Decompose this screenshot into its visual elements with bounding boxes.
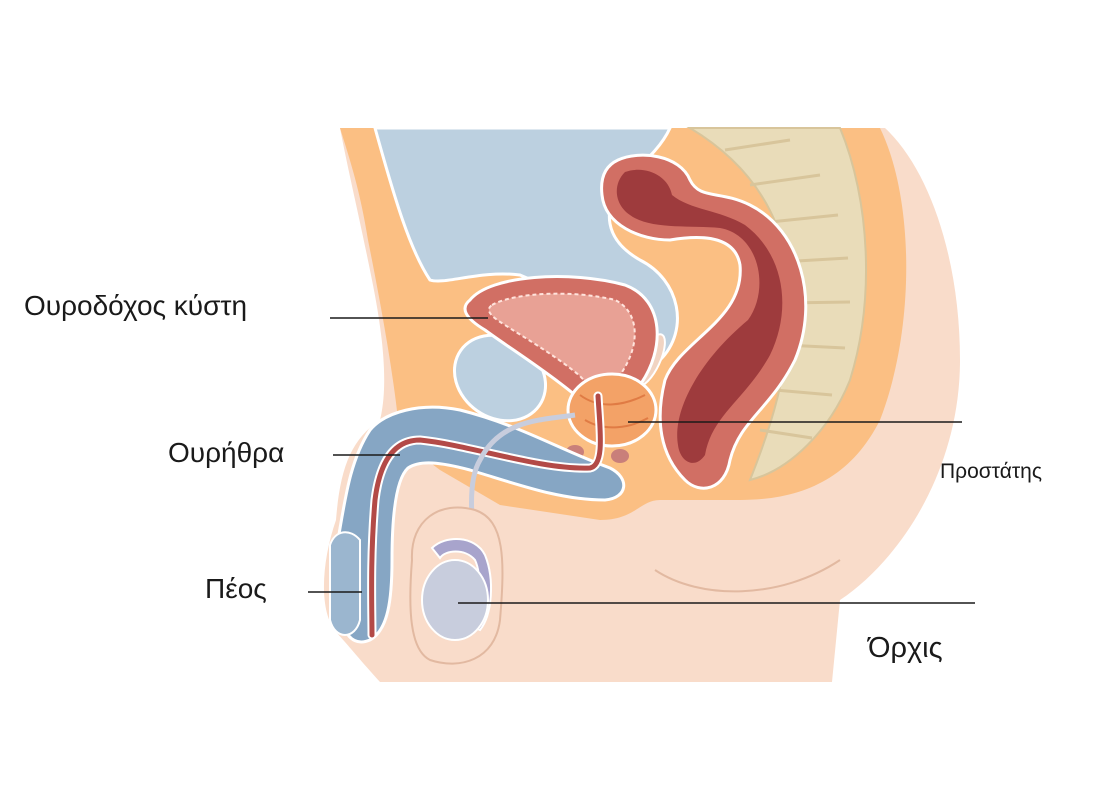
thigh-outline — [654, 559, 841, 593]
testis-label: Όρχις — [868, 632, 943, 664]
prostate-gland — [566, 372, 658, 448]
epididymis — [430, 537, 493, 632]
bladder-lumen — [487, 292, 636, 387]
urethra-lumen — [369, 393, 603, 638]
penis-glans — [329, 531, 361, 636]
urethra-label: Ουρήθρα — [168, 437, 285, 468]
prostate-label: Προστάτης — [940, 460, 1042, 483]
bladder-label: Ουροδόχος κύστη — [24, 290, 248, 321]
leader-lines — [308, 317, 975, 604]
rectum-lumen — [616, 169, 783, 463]
penis-label: Πέος — [205, 573, 267, 604]
testis — [421, 559, 489, 641]
